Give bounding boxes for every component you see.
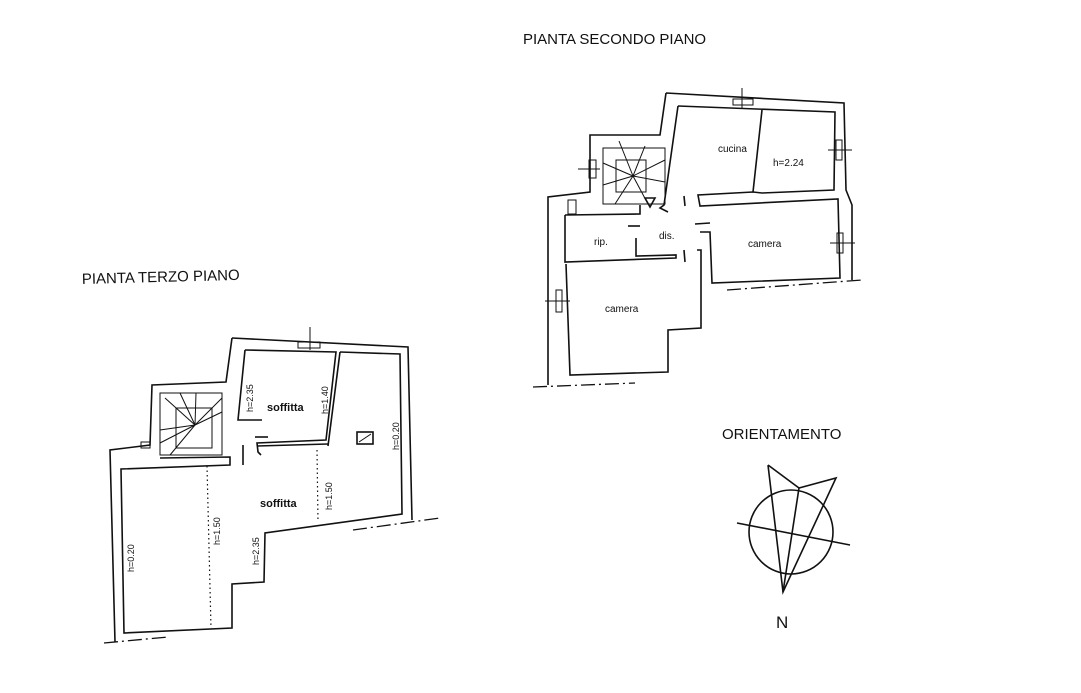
- north-arrow-compass: N: [736, 464, 851, 632]
- skylight-symbol: [356, 431, 374, 445]
- height-label: h=0.20: [391, 422, 401, 450]
- compass-circle: [748, 489, 834, 575]
- height-line: [316, 449, 319, 523]
- outer-wall: [109, 337, 233, 643]
- ground-line: [352, 517, 441, 531]
- ground-line: [103, 636, 169, 644]
- room-label-bedroom-east: camera: [748, 239, 782, 250]
- second-floor-title: PIANTA SECONDO PIANO: [523, 31, 706, 48]
- kitchen-height-label: h=2.24: [773, 158, 804, 169]
- skylight-diagonal: [358, 433, 372, 443]
- partition-wall: [752, 109, 763, 193]
- room-label-bedroom-west: camera: [605, 304, 639, 315]
- height-label: h=1.50: [324, 482, 334, 510]
- height-label: h=2.35: [245, 384, 255, 412]
- compass-east-west-line: [736, 522, 851, 546]
- height-label: h=1.50: [212, 517, 222, 545]
- inner-wall: [256, 443, 329, 447]
- inner-wall: [244, 349, 337, 456]
- room-label-attic-south: soffitta: [260, 498, 298, 510]
- inner-wall: [120, 351, 403, 634]
- height-label: h=0.20: [126, 544, 136, 572]
- inner-wall: [658, 105, 679, 213]
- orientation-title: ORIENTAMENTO: [722, 426, 841, 443]
- height-label: h=1.40: [320, 386, 330, 414]
- compass-needle-axis: [782, 487, 800, 593]
- partition-wall: [327, 351, 341, 447]
- staircase: [159, 392, 223, 456]
- stair-steps: [159, 392, 223, 456]
- inner-wall: [237, 349, 262, 421]
- window-symbol: [297, 341, 321, 349]
- outer-wall: [231, 337, 413, 521]
- third-floor-plan: soffitta soffitta h=2.35 h=1.40 h=0.20 h…: [103, 327, 441, 644]
- room-label-attic-north: soffitta: [267, 402, 305, 414]
- height-label: h=2.35: [251, 537, 261, 565]
- north-label: N: [776, 613, 788, 632]
- window-symbols: [545, 88, 855, 313]
- room-label-storage: rip.: [594, 237, 608, 248]
- ground-line: [726, 279, 863, 291]
- room-label-hallway: dis.: [659, 231, 675, 242]
- staircase: [602, 147, 666, 205]
- second-floor-plan: cucina h=2.24 rip. dis. camera camera: [532, 88, 863, 388]
- door-marks: [628, 195, 711, 263]
- inner-wall: [677, 105, 841, 284]
- inner-wall: [564, 215, 677, 263]
- inner-wall: [565, 249, 702, 376]
- compass-needle: [767, 464, 838, 595]
- inner-wall: [564, 205, 641, 216]
- third-floor-title: PIANTA TERZO PIANO: [82, 267, 240, 288]
- stair-steps: [602, 140, 666, 205]
- room-label-kitchen: cucina: [718, 144, 747, 155]
- height-line: [206, 465, 212, 629]
- outer-wall: [665, 92, 853, 280]
- chimney-symbol: [140, 441, 151, 449]
- ground-line: [532, 382, 636, 388]
- outer-wall: [547, 92, 667, 385]
